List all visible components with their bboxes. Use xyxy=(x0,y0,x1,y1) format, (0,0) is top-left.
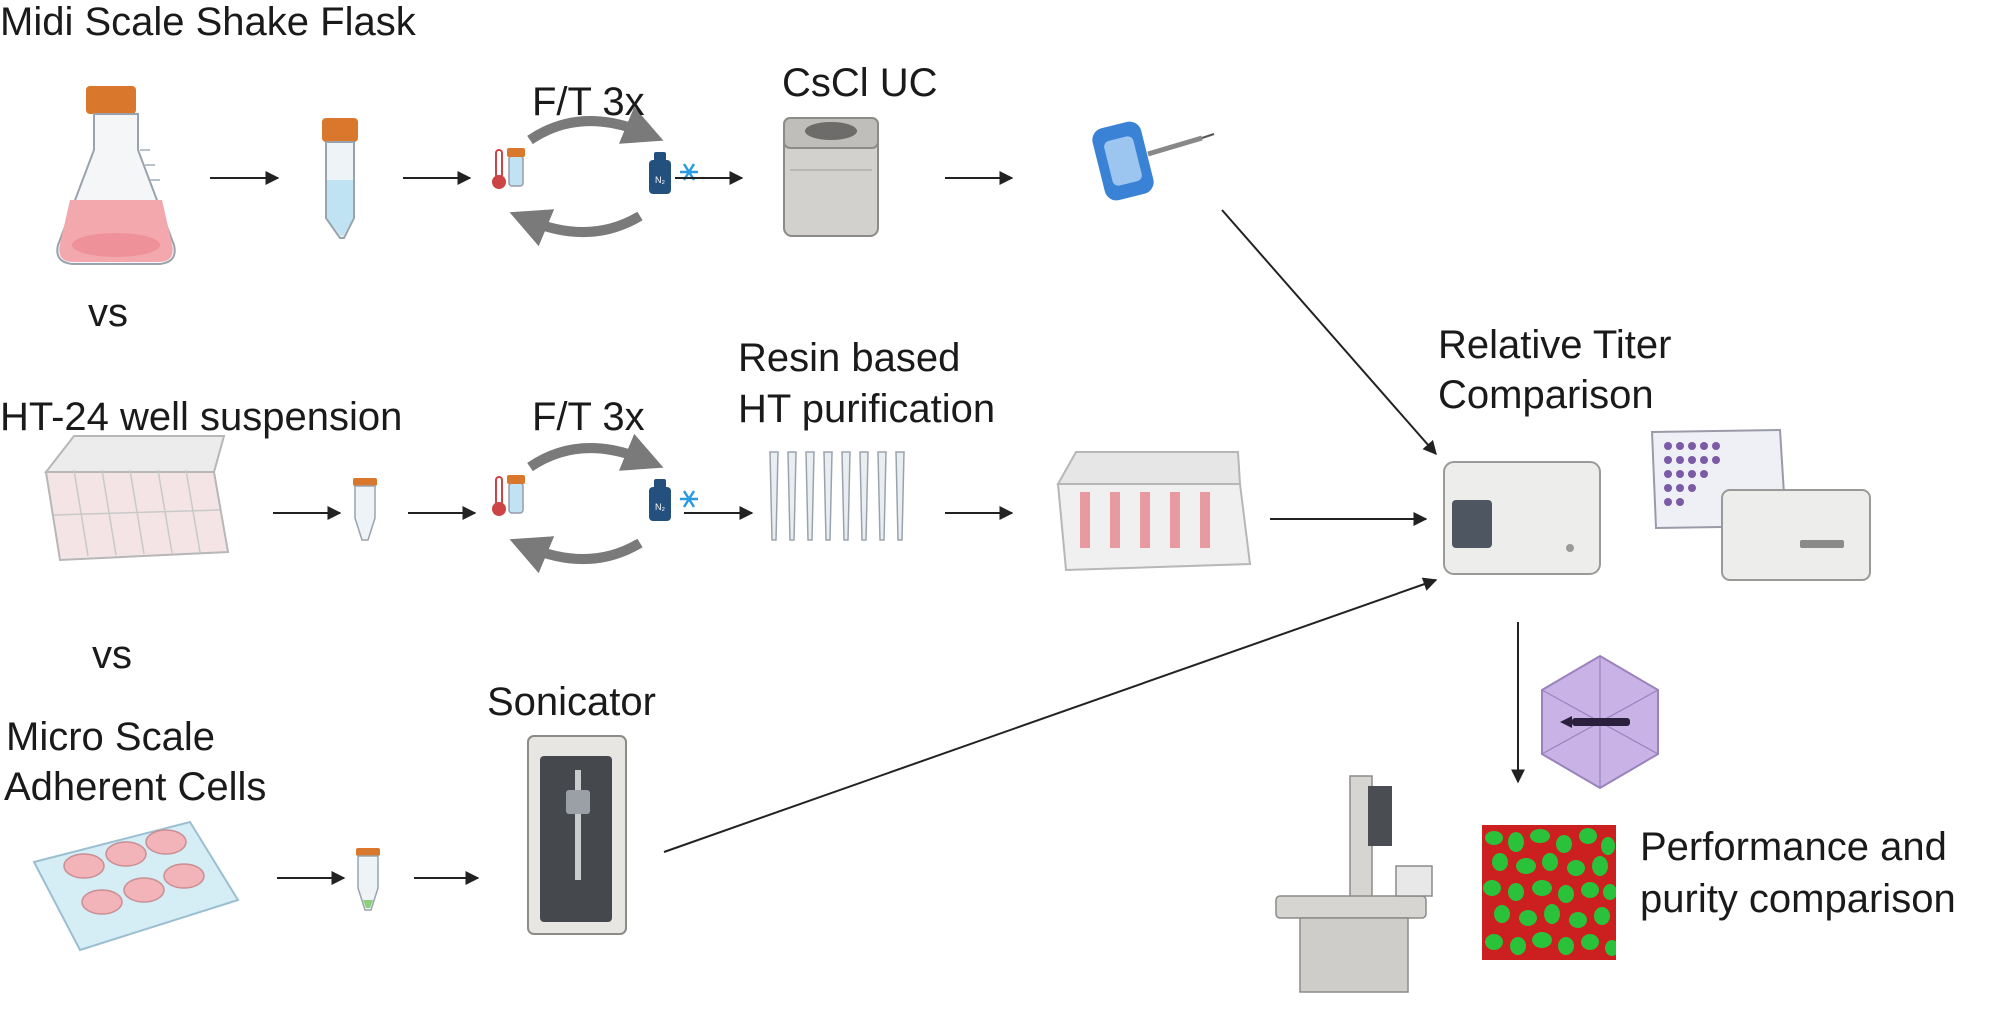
electron-microscope-icon xyxy=(1275,775,1433,993)
dialysis-cassette-icon xyxy=(1092,121,1215,201)
vs-label-2: vs xyxy=(92,633,132,677)
perf-label-line1: Performance and xyxy=(1640,825,1947,869)
row1-title: Midi Scale Shake Flask xyxy=(0,0,416,44)
ft-label-2: F/T 3x xyxy=(532,395,645,439)
resin-label-line1: Resin based xyxy=(738,336,961,380)
microtube-icon-2 xyxy=(356,848,380,911)
shake-flask-icon xyxy=(56,86,176,265)
freeze-thaw-cycle-icon xyxy=(492,121,698,232)
microplate-reader-icon xyxy=(1721,489,1871,581)
vs-label-1: vs xyxy=(88,291,128,335)
ft-label-1: F/T 3x xyxy=(532,80,645,124)
em-micrograph-icon xyxy=(1482,825,1616,960)
24-well-plate-icon xyxy=(43,435,230,562)
row3-title-line1: Micro Scale xyxy=(6,715,215,759)
6-well-plate-icon xyxy=(32,820,240,952)
titer-label-line2: Comparison xyxy=(1438,373,1654,417)
cscl-label: CsCl UC xyxy=(782,61,938,105)
titer-label-line1: Relative Titer xyxy=(1438,323,1672,367)
96-column-filter-plate-icon xyxy=(1056,451,1252,572)
arrow xyxy=(663,577,1438,853)
plate-reader-icon xyxy=(1443,461,1601,575)
ultracentrifuge-icon xyxy=(783,117,879,237)
falcon-tube-icon xyxy=(322,118,358,239)
perf-label-line2: purity comparison xyxy=(1640,877,1956,921)
multichannel-pipette-tips-icon xyxy=(769,451,905,541)
resin-label-line2: HT purification xyxy=(738,387,996,431)
row3-title-line2: Adherent Cells xyxy=(4,765,267,809)
row2-title: HT-24 well suspension xyxy=(0,395,403,439)
freeze-thaw-cycle-icon-2 xyxy=(492,448,698,559)
sonicator-icon xyxy=(527,735,627,935)
microtube-icon xyxy=(353,478,377,541)
sonicator-label: Sonicator xyxy=(487,680,656,724)
arrow xyxy=(1221,209,1437,456)
aav-capsid-icon xyxy=(1541,654,1659,790)
